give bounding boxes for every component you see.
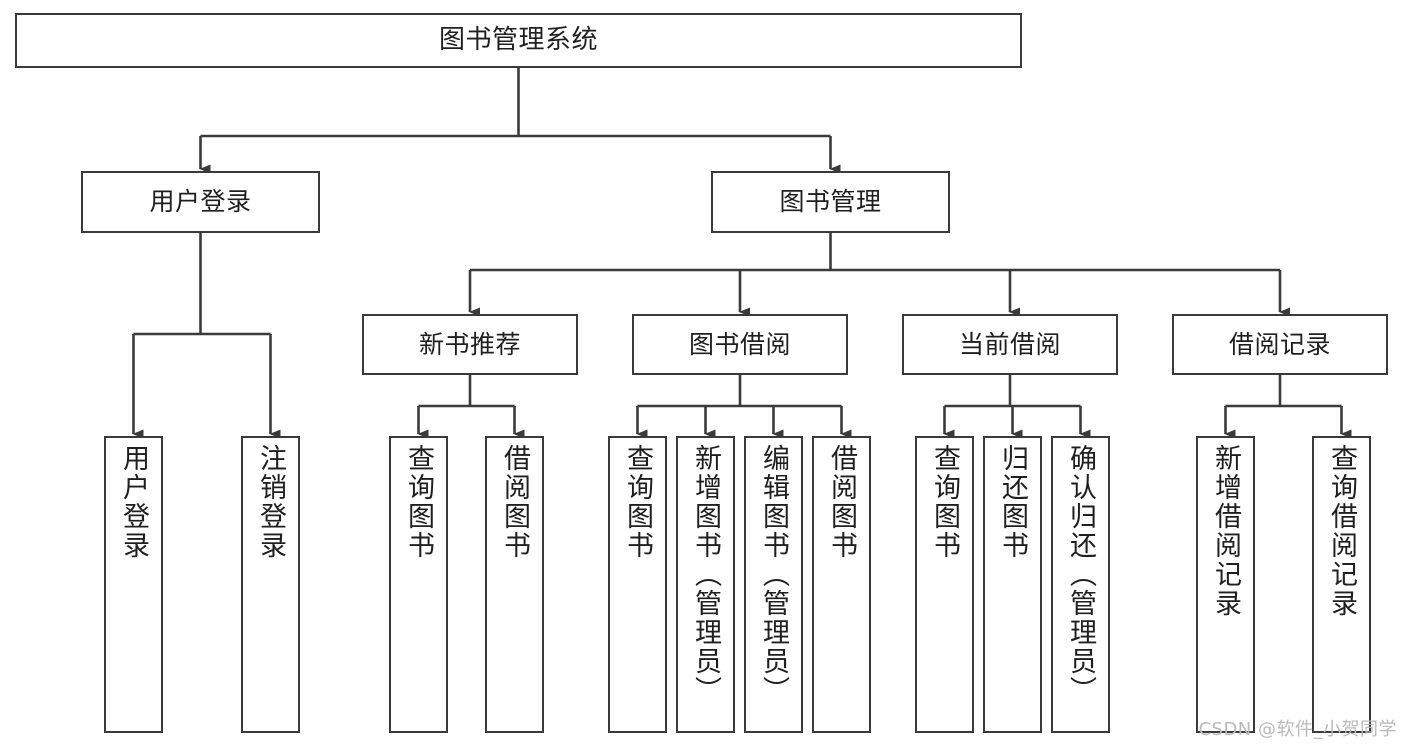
node-book-manage[interactable]: 图书管理 [711,171,950,233]
node-label: 新增图书（管理员） [690,444,721,705]
node-leaf-add-record[interactable]: 新增借阅记录 [1196,436,1255,733]
node-label: 编辑图书（管理员） [758,444,789,705]
node-label: 注销登录 [255,444,286,560]
node-label: 借阅图书 [499,444,530,560]
node-label: 图书借阅 [688,329,791,359]
node-label: 查询图书 [929,444,960,560]
node-leaf-query-book-1[interactable]: 查询图书 [389,436,448,733]
node-leaf-query-record[interactable]: 查询借阅记录 [1312,436,1371,733]
node-label: 查询借阅记录 [1326,444,1357,618]
node-leaf-user-login[interactable]: 用户登录 [104,436,163,733]
node-label: 用户登录 [118,444,149,560]
node-current-borrow[interactable]: 当前借阅 [902,314,1118,375]
node-leaf-edit-book[interactable]: 编辑图书（管理员） [744,436,803,733]
node-label: 新书推荐 [418,329,521,359]
node-label: 借阅图书 [826,444,857,560]
node-new-book-recommend[interactable]: 新书推荐 [362,314,578,375]
node-leaf-query-book-3[interactable]: 查询图书 [915,436,974,733]
node-label: 借阅记录 [1228,329,1331,359]
node-borrow-record[interactable]: 借阅记录 [1172,314,1388,375]
node-leaf-user-logout[interactable]: 注销登录 [241,436,300,733]
node-label: 当前借阅 [958,329,1061,359]
node-label: 查询图书 [403,444,434,560]
node-root-system[interactable]: 图书管理系统 [15,13,1022,68]
node-leaf-borrow-book-2[interactable]: 借阅图书 [812,436,871,733]
node-label: 图书管理 [779,187,882,217]
node-leaf-query-book-2[interactable]: 查询图书 [608,436,667,733]
csdn-watermark: CSDN @软件_小贺同学 [1198,719,1397,740]
node-user-login[interactable]: 用户登录 [81,171,320,233]
node-label: 确认归还（管理员） [1065,444,1096,705]
node-label: 新增借阅记录 [1210,444,1241,618]
node-leaf-add-book[interactable]: 新增图书（管理员） [676,436,735,733]
node-leaf-confirm-return[interactable]: 确认归还（管理员） [1051,436,1110,733]
node-leaf-return-book[interactable]: 归还图书 [983,436,1042,733]
node-label: 图书管理系统 [438,25,598,56]
node-label: 归还图书 [997,444,1028,560]
node-label: 用户登录 [149,187,252,217]
node-book-borrow[interactable]: 图书借阅 [632,314,848,375]
node-leaf-borrow-book-1[interactable]: 借阅图书 [485,436,544,733]
node-label: 查询图书 [622,444,653,560]
